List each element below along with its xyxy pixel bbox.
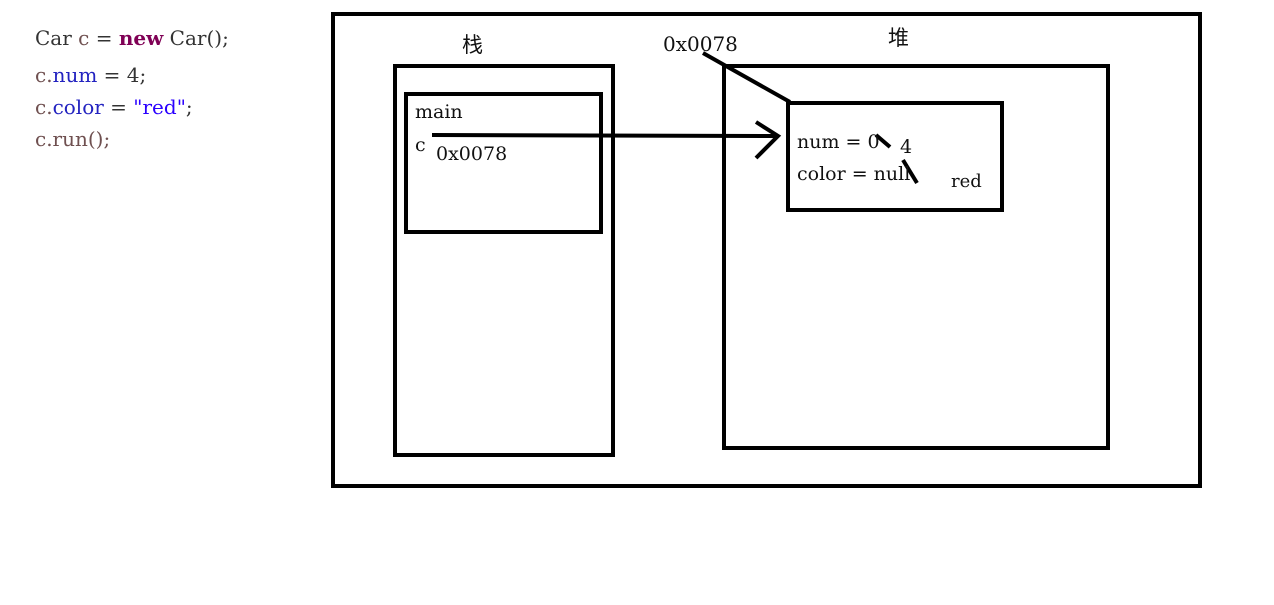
num-field: num = 0 [797,131,880,153]
strike-color-old [901,158,919,185]
reference-arrow-head [754,120,782,160]
frame-label: main [415,101,463,123]
stack-box [393,64,615,457]
num-new-value: 4 [900,136,912,158]
var-name: c [78,26,90,50]
field-name: num [52,63,98,87]
object-box [786,101,1004,212]
assign-value: = 4; [97,63,147,87]
semicolon: ; [185,95,193,119]
assign: = [89,26,119,50]
code-line-2: c.num = 4; [35,63,146,87]
reference-arrow-line [431,133,779,138]
main-frame-box [404,92,603,234]
stack-label: 栈 [462,33,483,57]
color-field: color = null [797,163,910,185]
string-literal: "red" [133,95,186,119]
constructor: Car(); [163,26,229,50]
memory-outer-box [331,12,1202,488]
method-call: c.run(); [35,127,111,151]
type-name: Car [35,26,72,50]
heap-label: 堆 [888,26,909,50]
code-line-3: c.color = "red"; [35,95,193,119]
code-line-4: c.run(); [35,127,110,151]
address-pointer-line [702,51,791,104]
keyword-new: new [118,26,164,50]
color-new-value: red [951,171,982,192]
field-name: color [52,95,104,119]
assign: = [103,95,134,119]
heap-box [722,64,1110,450]
strike-num-old [874,133,892,149]
obj-ref: c. [35,63,53,87]
variable-name: c [415,134,426,156]
heap-address-label: 0x0078 [663,32,738,56]
variable-value: 0x0078 [436,143,507,165]
obj-ref: c. [35,95,53,119]
code-line-1: Car c = new Car(); [35,26,229,50]
